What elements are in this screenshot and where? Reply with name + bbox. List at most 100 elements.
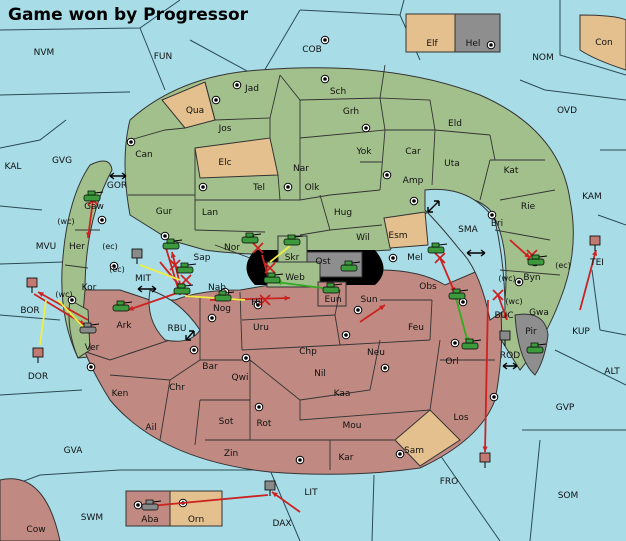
failed-order-icon <box>259 294 271 306</box>
label-cow: Cow <box>26 525 45 535</box>
label-olk: Olk <box>305 183 321 193</box>
region-sam[interactable] <box>394 409 461 467</box>
fleet-unit-icon[interactable] <box>26 277 38 293</box>
fleet-unit-icon[interactable] <box>131 248 143 264</box>
supply-center-dot <box>385 173 389 177</box>
arrowhead-icon <box>502 314 508 320</box>
label-esm: Esm <box>388 231 407 241</box>
label-kor: Kor <box>82 283 97 293</box>
army-unit-icon[interactable] <box>461 338 482 350</box>
army-unit-icon[interactable] <box>263 272 284 284</box>
lake-sma <box>424 188 506 321</box>
army-unit-icon[interactable] <box>322 282 343 294</box>
supply-center-dot <box>244 356 248 360</box>
passage-arrows <box>109 172 518 370</box>
label-wil: Wil <box>356 233 370 243</box>
army-unit-icon[interactable] <box>141 499 162 511</box>
army-unit-icon[interactable] <box>427 242 448 254</box>
supply-center-dot <box>256 303 260 307</box>
units <box>26 190 601 511</box>
supply-center-dot <box>412 199 416 203</box>
label-car: Car <box>405 147 421 157</box>
label-cob: COB <box>302 45 322 55</box>
supply-center-dot <box>323 77 327 81</box>
order-arrow <box>127 291 181 311</box>
label-gva: GVA <box>64 446 84 456</box>
order-arrow <box>275 281 331 290</box>
support-line <box>269 245 291 263</box>
label-eld: Eld <box>448 119 462 129</box>
label-sap: Sap <box>194 253 211 263</box>
label-elf: Elf <box>426 39 438 49</box>
label-skr: Skr <box>285 253 300 263</box>
lake-rbu <box>148 289 201 342</box>
fleet-unit-icon[interactable] <box>479 452 491 468</box>
label-nor: Nor <box>224 243 240 253</box>
fleet-unit-icon[interactable] <box>589 235 601 251</box>
label-mvu: MVU <box>36 242 57 252</box>
arrowhead-icon <box>170 252 176 258</box>
label-dax: DAX <box>272 519 291 529</box>
region-esm[interactable] <box>383 211 429 249</box>
supply-center-dot <box>192 348 196 352</box>
supply-center-dot <box>356 308 360 312</box>
army-unit-icon[interactable] <box>241 232 262 244</box>
order-arrow <box>149 494 269 507</box>
failed-order-icon <box>169 259 181 271</box>
army-unit-icon[interactable] <box>83 190 104 202</box>
coast-label: (wc) <box>55 290 72 299</box>
label-jad: Jad <box>244 84 259 94</box>
army-unit-icon[interactable] <box>283 234 304 246</box>
label-orl: Orl <box>445 357 458 367</box>
label-mit: MIT <box>135 274 151 284</box>
supply-center-dot <box>398 452 402 456</box>
label-rot: Rot <box>257 419 272 429</box>
army-unit-icon[interactable] <box>176 262 197 274</box>
army-unit-icon[interactable] <box>173 283 194 295</box>
support-line <box>39 299 47 346</box>
supply-center-dot <box>383 366 387 370</box>
region-con[interactable] <box>579 14 626 71</box>
label-lan: Lan <box>202 208 218 218</box>
label-ovd: OVD <box>557 106 577 116</box>
label-zin: Zin <box>224 449 238 459</box>
fleet-unit-icon[interactable] <box>32 347 44 363</box>
army-unit-icon[interactable] <box>527 254 548 266</box>
army-unit-icon[interactable] <box>448 288 469 300</box>
coast-label: (wc) <box>57 217 74 226</box>
coast-label: (ec) <box>109 265 125 274</box>
label-uru: Uru <box>253 323 269 333</box>
failed-order-icon <box>180 274 192 286</box>
arrowhead-icon <box>86 232 92 238</box>
green-borders <box>64 64 561 276</box>
label-orn: Orn <box>188 515 204 525</box>
army-unit-icon[interactable] <box>162 238 183 250</box>
army-unit-icon[interactable] <box>112 300 133 312</box>
label-gor: GOR <box>107 181 127 191</box>
label-jos: Jos <box>218 124 232 134</box>
label-ver: Ver <box>85 343 100 353</box>
supply-center-dot <box>136 503 140 507</box>
label-rbu: RBU <box>167 324 186 334</box>
fleet-unit-icon[interactable] <box>264 480 276 496</box>
label-hug: Hug <box>334 208 352 218</box>
army-unit-icon[interactable] <box>340 260 361 272</box>
failed-order-icon <box>434 252 446 264</box>
supply-center-dot <box>364 126 368 130</box>
order-arrow <box>455 297 469 344</box>
failed-order-icon <box>252 242 264 254</box>
supply-center-dot <box>323 38 327 42</box>
label-neu: Neu <box>367 348 385 358</box>
label-sma: SMA <box>458 225 478 235</box>
label-tei: TEI <box>589 258 604 268</box>
label-bar: Bar <box>202 362 218 372</box>
supply-center-dot <box>517 280 521 284</box>
supply-center-dot <box>163 234 167 238</box>
fleet-unit-icon[interactable] <box>499 330 511 346</box>
army-unit-icon[interactable] <box>79 322 100 334</box>
label-grh: Grh <box>343 107 359 117</box>
label-qwi: Qwi <box>232 373 249 383</box>
army-unit-icon[interactable] <box>526 342 547 354</box>
army-unit-icon[interactable] <box>214 290 235 302</box>
